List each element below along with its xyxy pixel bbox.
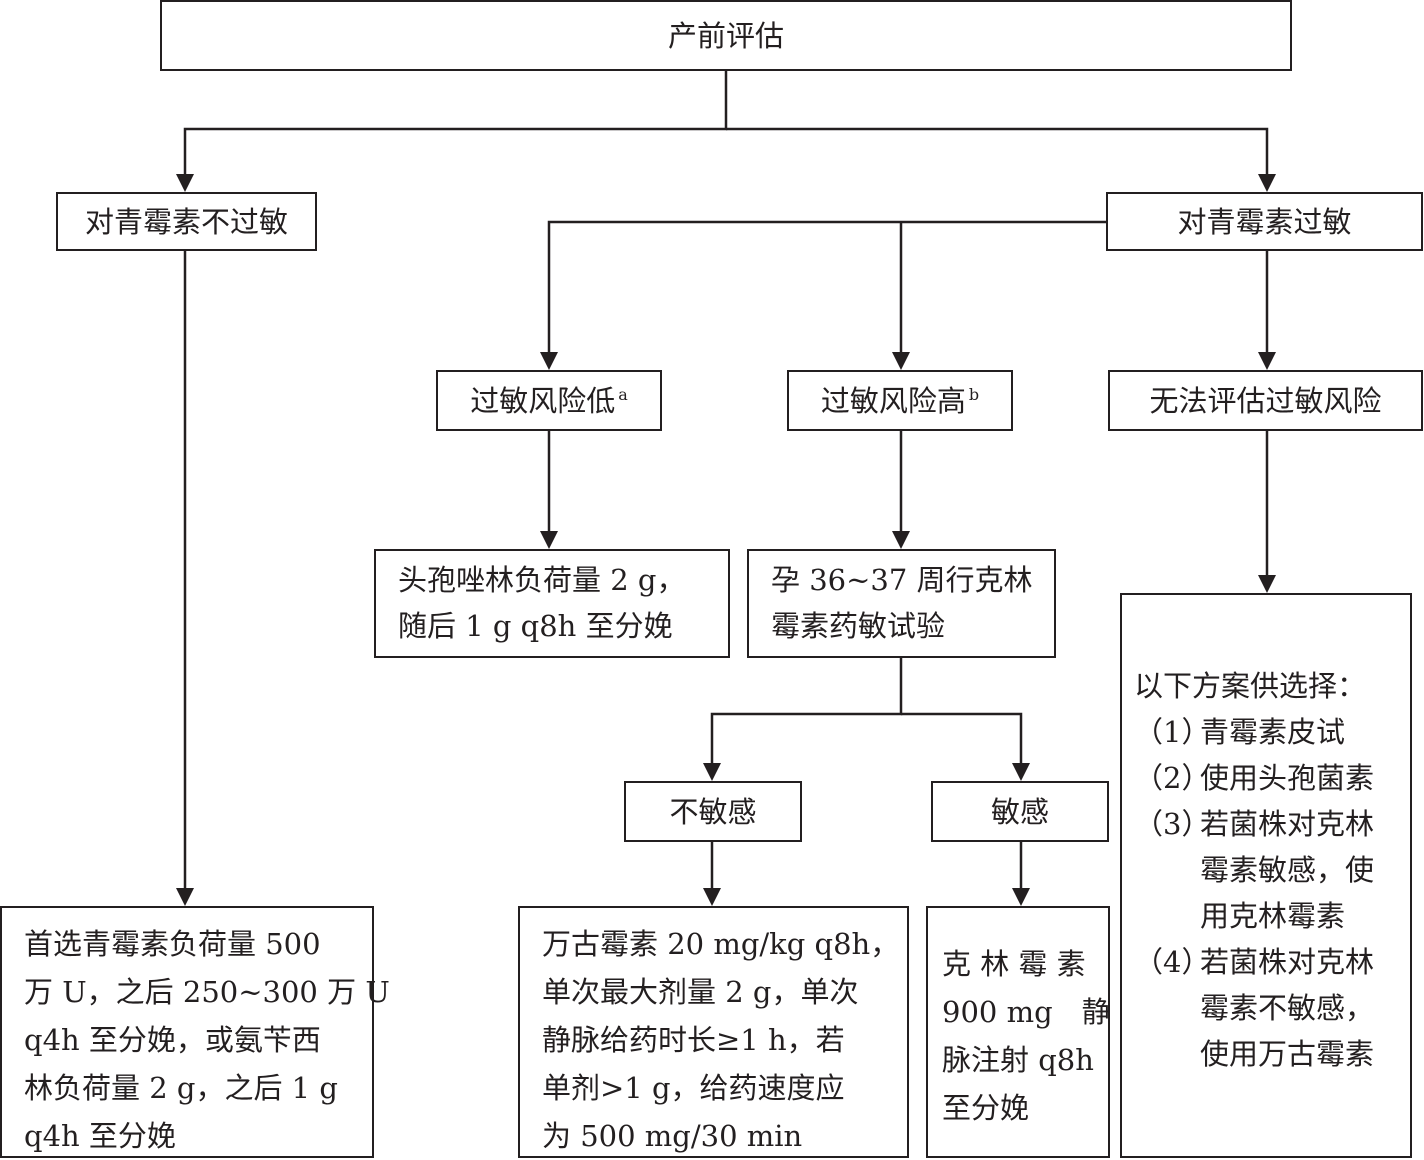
node-sensitive: 敏感 bbox=[931, 781, 1109, 842]
text-line: 静脉给药时长≥1 h，若 bbox=[542, 1023, 845, 1057]
option-line: 若菌株对克林 bbox=[1200, 807, 1375, 841]
text-line: 霉素药敏试验 bbox=[771, 609, 946, 643]
text-line: 脉注射 q8h bbox=[942, 1043, 1094, 1077]
text-line: q4h 至分娩 bbox=[24, 1119, 176, 1153]
arrowhead bbox=[176, 888, 194, 906]
option-number: （1） bbox=[1134, 715, 1211, 749]
arrowhead bbox=[892, 531, 910, 549]
node-label: 产前评估 bbox=[667, 18, 784, 53]
footnote-mark: b bbox=[968, 384, 980, 404]
text-line: 首选青霉素负荷量 500 bbox=[24, 927, 321, 961]
options-title: 以下方案供选择： bbox=[1134, 663, 1410, 709]
text-line: 单次最大剂量 2 g，单次 bbox=[542, 975, 859, 1009]
text-line: 头孢唑林负荷量 2 g， bbox=[398, 563, 686, 597]
node-clindamycin-plan: 克 林 霉 素 900 mg 静 脉注射 q8h 至分娩 bbox=[926, 906, 1111, 1158]
options-title-text: 以下方案供选择： bbox=[1134, 669, 1367, 703]
edge-test-sensitive bbox=[901, 712, 1023, 766]
arrowhead bbox=[540, 352, 558, 370]
node-label: 敏感 bbox=[990, 794, 1049, 829]
node-label: 无法评估过敏风险 bbox=[1149, 383, 1382, 418]
node-not-sensitive: 不敏感 bbox=[624, 781, 802, 842]
option-line: 霉素敏感，使 bbox=[1200, 853, 1375, 887]
edge-test-not-sensitive bbox=[710, 657, 903, 766]
option-line: 使用万古霉素 bbox=[1200, 1037, 1375, 1071]
text-line: 林负荷量 2 g，之后 1 g bbox=[24, 1071, 338, 1105]
node-antenatal-assessment: 产前评估 bbox=[160, 0, 1292, 71]
node-label: 过敏风险低 bbox=[470, 383, 616, 418]
option-line: 若菌株对克林 bbox=[1200, 945, 1375, 979]
option-number: （4） bbox=[1134, 945, 1211, 979]
arrowhead bbox=[892, 352, 910, 370]
edge-allergic-low bbox=[547, 220, 1107, 358]
arrowhead bbox=[703, 888, 721, 906]
node-label: 不敏感 bbox=[669, 794, 757, 829]
option-line: 霉素不敏感， bbox=[1200, 991, 1375, 1025]
arrowhead bbox=[1012, 763, 1030, 781]
text-line: 为 500 mg/30 min bbox=[542, 1119, 803, 1153]
option-number: （3） bbox=[1134, 807, 1211, 841]
edge-root-not-allergic bbox=[183, 70, 728, 178]
node-not-allergic: 对青霉素不过敏 bbox=[56, 192, 317, 251]
text-line: 单剂>1 g，给药速度应 bbox=[542, 1071, 845, 1105]
option-item: （4） 若菌株对克林 霉素不敏感， 使用万古霉素 bbox=[1134, 939, 1410, 1077]
text-line: 万古霉素 20 mg/kg q8h， bbox=[542, 927, 900, 961]
option-item: （1） 青霉素皮试 bbox=[1134, 709, 1410, 755]
option-item: （3） 若菌株对克林 霉素敏感，使 用克林霉素 bbox=[1134, 801, 1410, 939]
option-line: 使用头孢菌素 bbox=[1200, 761, 1375, 795]
text-line: 900 mg 静 bbox=[942, 995, 1111, 1029]
text-line: 随后 1 g q8h 至分娩 bbox=[398, 609, 673, 643]
node-allergic: 对青霉素过敏 bbox=[1106, 192, 1423, 251]
arrowhead bbox=[703, 763, 721, 781]
text-line: 克 林 霉 素 bbox=[942, 947, 1086, 981]
arrowhead bbox=[1258, 352, 1276, 370]
edge-root-allergic bbox=[726, 127, 1269, 178]
option-item: （2） 使用头孢菌素 bbox=[1134, 755, 1410, 801]
node-penicillin-plan: 首选青霉素负荷量 500 万 U，之后 250~300 万 U q4h 至分娩，… bbox=[0, 906, 390, 1158]
option-line: 用克林霉素 bbox=[1200, 899, 1346, 933]
node-options: 以下方案供选择： （1） 青霉素皮试 （2） 使用头孢菌素 （3） 若菌株对克林… bbox=[1120, 593, 1412, 1158]
node-cefazolin-plan: 头孢唑林负荷量 2 g， 随后 1 g q8h 至分娩 bbox=[374, 549, 730, 658]
node-label: 过敏风险高 bbox=[820, 383, 966, 418]
arrowhead bbox=[176, 174, 194, 192]
text-line: q4h 至分娩，或氨苄西 bbox=[24, 1023, 321, 1057]
arrowhead bbox=[1258, 575, 1276, 593]
node-clindamycin-test: 孕 36~37 周行克林 霉素药敏试验 bbox=[747, 549, 1056, 658]
node-label: 对青霉素不过敏 bbox=[84, 204, 288, 239]
node-unknown-risk: 无法评估过敏风险 bbox=[1108, 370, 1423, 431]
option-number: （2） bbox=[1134, 761, 1211, 795]
arrowhead bbox=[1258, 174, 1276, 192]
arrowhead bbox=[1012, 888, 1030, 906]
node-label: 对青霉素过敏 bbox=[1177, 204, 1352, 239]
footnote-mark: a bbox=[618, 384, 628, 404]
text-line: 孕 36~37 周行克林 bbox=[771, 563, 1033, 597]
text-line: 至分娩 bbox=[942, 1091, 1030, 1125]
node-vancomycin-plan: 万古霉素 20 mg/kg q8h， 单次最大剂量 2 g，单次 静脉给药时长≥… bbox=[518, 906, 909, 1158]
arrowhead bbox=[540, 531, 558, 549]
option-line: 青霉素皮试 bbox=[1200, 715, 1346, 749]
text-line: 万 U，之后 250~300 万 U bbox=[24, 975, 390, 1009]
